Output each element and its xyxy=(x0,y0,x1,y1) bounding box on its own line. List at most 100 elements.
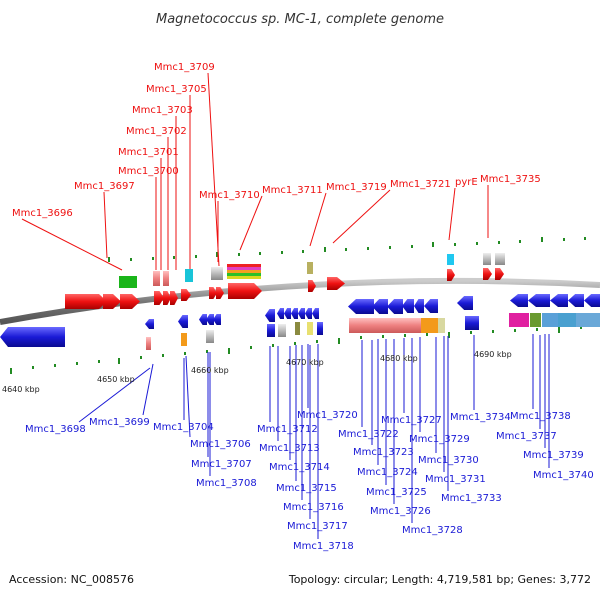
trna-gene-bar[interactable] xyxy=(227,270,261,273)
gene-feature-box[interactable] xyxy=(495,253,505,265)
reverse-gene-label[interactable]: Mmc1_3723 xyxy=(353,447,414,458)
forward-gene-arrow[interactable] xyxy=(216,287,224,299)
forward-gene-label[interactable]: Mmc1_3710 xyxy=(199,190,260,201)
reverse-gene-label[interactable]: Mmc1_3731 xyxy=(425,474,486,485)
reverse-gene-label[interactable]: Mmc1_3724 xyxy=(357,467,418,478)
forward-gene-label[interactable]: Mmc1_3703 xyxy=(132,105,193,116)
reverse-gene-arrow[interactable] xyxy=(528,294,550,307)
reverse-gene-arrow[interactable] xyxy=(291,308,298,319)
reverse-gene-arrow[interactable] xyxy=(510,294,528,307)
reverse-gene-arrow[interactable] xyxy=(305,308,312,319)
gene-feature-box[interactable] xyxy=(295,322,300,335)
reverse-gene-label[interactable]: Mmc1_3717 xyxy=(287,521,348,532)
reverse-gene-label[interactable]: Mmc1_3725 xyxy=(366,487,427,498)
gene-feature-box[interactable] xyxy=(558,313,576,327)
reverse-gene-arrow[interactable] xyxy=(298,308,305,319)
gene-feature-box[interactable] xyxy=(211,267,223,280)
reverse-gene-label[interactable]: Mmc1_3714 xyxy=(269,462,330,473)
reverse-gene-label[interactable]: Mmc1_3737 xyxy=(496,431,557,442)
forward-gene-arrow[interactable] xyxy=(308,280,316,292)
forward-gene-label[interactable]: Mmc1_3719 xyxy=(326,182,387,193)
rna-gene-box[interactable] xyxy=(119,276,137,288)
forward-gene-arrow[interactable] xyxy=(495,268,504,280)
reverse-gene-arrow[interactable] xyxy=(213,314,221,325)
reverse-gene-arrow[interactable] xyxy=(206,314,214,325)
gene-feature-box[interactable] xyxy=(483,253,491,265)
reverse-gene-label[interactable]: Mmc1_3706 xyxy=(190,439,251,450)
gene-feature-box[interactable] xyxy=(317,322,323,335)
reverse-gene-label[interactable]: Mmc1_3738 xyxy=(510,411,571,422)
forward-gene-arrow[interactable] xyxy=(483,268,492,280)
forward-gene-arrow[interactable] xyxy=(327,277,345,290)
reverse-gene-label[interactable]: Mmc1_3730 xyxy=(418,455,479,466)
trna-gene-bar[interactable] xyxy=(227,267,261,270)
reverse-gene-label[interactable]: Mmc1_3704 xyxy=(153,422,214,433)
reverse-gene-arrow[interactable] xyxy=(568,294,584,307)
gene-feature-box[interactable] xyxy=(530,313,541,327)
reverse-gene-arrow[interactable] xyxy=(387,299,403,314)
forward-gene-arrow[interactable] xyxy=(181,289,191,301)
reverse-gene-label[interactable]: Mmc1_3713 xyxy=(259,443,320,454)
trna-gene-bar[interactable] xyxy=(227,276,261,279)
gene-feature-box[interactable] xyxy=(576,313,600,327)
gene-feature-box[interactable] xyxy=(307,322,313,335)
forward-gene-arrow[interactable] xyxy=(120,294,140,309)
forward-gene-arrow[interactable] xyxy=(228,283,262,299)
reverse-gene-label[interactable]: Mmc1_3698 xyxy=(25,424,86,435)
reverse-gene-label[interactable]: Mmc1_3733 xyxy=(441,493,502,504)
forward-gene-arrow[interactable] xyxy=(209,287,217,299)
reverse-gene-arrow[interactable] xyxy=(199,314,207,325)
gene-feature-box[interactable] xyxy=(278,324,286,337)
forward-gene-label[interactable]: Mmc1_3701 xyxy=(118,147,179,158)
gene-feature-box[interactable] xyxy=(465,316,479,330)
reverse-gene-label[interactable]: Mmc1_3718 xyxy=(293,541,354,552)
reverse-gene-arrow[interactable] xyxy=(312,308,319,319)
forward-gene-label[interactable]: Mmc1_3709 xyxy=(154,62,215,73)
reverse-gene-label[interactable]: Mmc1_3699 xyxy=(89,417,150,428)
reverse-gene-arrow[interactable] xyxy=(402,299,414,313)
reverse-gene-arrow[interactable] xyxy=(284,308,291,319)
reverse-gene-label[interactable]: Mmc1_3722 xyxy=(338,429,399,440)
reverse-gene-arrow[interactable] xyxy=(550,294,568,307)
reverse-gene-label[interactable]: Mmc1_3739 xyxy=(523,450,584,461)
reverse-gene-label[interactable]: Mmc1_3726 xyxy=(370,506,431,517)
reverse-gene-arrow[interactable] xyxy=(424,299,438,313)
forward-gene-label[interactable]: Mmc1_3735 xyxy=(480,174,541,185)
reverse-gene-arrow[interactable] xyxy=(584,294,600,307)
gene-feature-box[interactable] xyxy=(509,313,529,327)
forward-gene-arrow[interactable] xyxy=(154,291,164,305)
reverse-gene-label[interactable]: Mmc1_3712 xyxy=(257,424,318,435)
forward-gene-label[interactable]: Mmc1_3711 xyxy=(262,185,323,196)
reverse-gene-label[interactable]: Mmc1_3715 xyxy=(276,483,337,494)
reverse-gene-arrow[interactable] xyxy=(145,319,154,329)
reverse-gene-arrow[interactable] xyxy=(265,309,275,322)
forward-gene-label[interactable]: Mmc1_3696 xyxy=(12,208,73,219)
trna-gene-bar[interactable] xyxy=(227,264,261,267)
reverse-gene-arrow[interactable] xyxy=(372,299,388,314)
gene-feature-box[interactable] xyxy=(163,271,169,286)
gene-feature-box[interactable] xyxy=(307,262,313,274)
reverse-gene-arrow[interactable] xyxy=(178,315,188,328)
gene-feature-box[interactable] xyxy=(181,333,187,346)
reverse-gene-arrow[interactable] xyxy=(457,296,473,310)
forward-gene-label[interactable]: Mmc1_3700 xyxy=(118,166,179,177)
reverse-gene-label[interactable]: Mmc1_3740 xyxy=(533,470,594,481)
trna-gene-bar[interactable] xyxy=(227,273,261,276)
reverse-gene-arrow[interactable] xyxy=(348,299,374,314)
reverse-gene-label[interactable]: Mmc1_3708 xyxy=(196,478,257,489)
forward-gene-arrow[interactable] xyxy=(65,294,107,309)
reverse-gene-arrow[interactable] xyxy=(414,299,424,313)
reverse-gene-label[interactable]: Mmc1_3720 xyxy=(297,410,358,421)
gene-feature-box[interactable] xyxy=(146,337,151,350)
forward-gene-arrow[interactable] xyxy=(170,291,178,305)
reverse-gene-label[interactable]: Mmc1_3729 xyxy=(409,434,470,445)
reverse-gene-label[interactable]: Mmc1_3728 xyxy=(402,525,463,536)
reverse-gene-label[interactable]: Mmc1_3727 xyxy=(381,415,442,426)
forward-gene-label[interactable]: pyrE xyxy=(455,177,478,188)
forward-gene-label[interactable]: Mmc1_3721 xyxy=(390,179,451,190)
reverse-gene-label[interactable]: Mmc1_3734 xyxy=(450,412,511,423)
forward-gene-arrow[interactable] xyxy=(447,269,455,281)
forward-gene-label[interactable]: Mmc1_3697 xyxy=(74,181,135,192)
gene-feature-box[interactable] xyxy=(447,254,454,265)
forward-gene-arrow[interactable] xyxy=(163,291,171,305)
